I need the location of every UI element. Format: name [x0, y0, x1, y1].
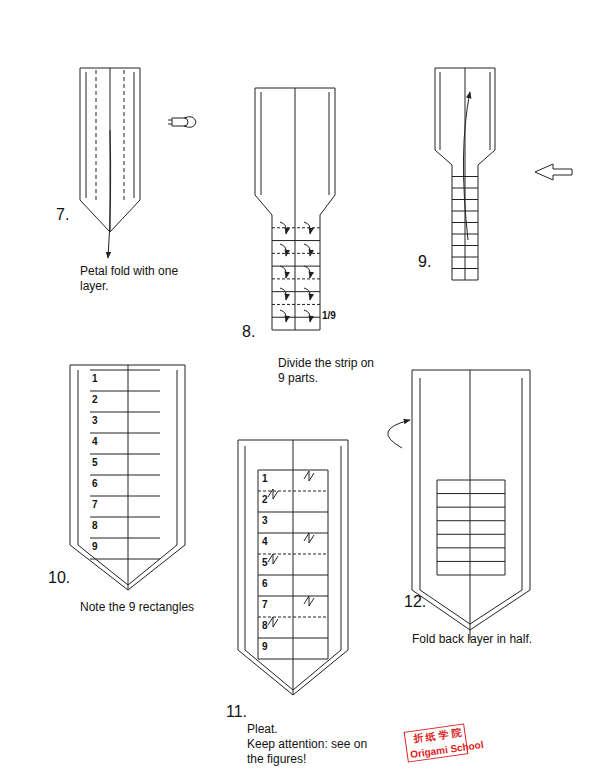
crease-line: [328, 470, 329, 659]
pleat-mark: [304, 471, 314, 481]
row-number: 5: [262, 557, 268, 570]
crease-line: [90, 559, 160, 560]
row-number: 7: [262, 599, 268, 612]
row-number: 9: [262, 641, 268, 654]
step-number: 10.: [48, 568, 70, 588]
figure-7: [80, 68, 196, 258]
crease-line: [258, 554, 328, 555]
crease-line: [90, 538, 160, 539]
row-number: 7: [92, 499, 98, 512]
crease-line: [452, 234, 478, 235]
instruction-text: Petal fold with one layer.: [80, 264, 200, 294]
crease-line: [90, 370, 160, 371]
row-number: 1: [92, 373, 98, 386]
fold-arrow: [280, 244, 286, 256]
crease-line: [90, 412, 160, 413]
crease-line: [258, 533, 328, 534]
crease-line: [258, 470, 259, 659]
fold-arrow: [280, 222, 286, 234]
crease-line: [90, 433, 160, 434]
crease-line: [452, 257, 478, 258]
crease-line: [258, 575, 328, 576]
crease-line: [272, 227, 320, 228]
crease-line: [437, 547, 505, 548]
crease-line: [437, 493, 505, 494]
row-number: 5: [92, 457, 98, 470]
crease-line: [90, 475, 160, 476]
crease-line: [272, 266, 320, 267]
crease-line: [437, 561, 505, 562]
fold-arrow: [280, 310, 286, 322]
row-number: 6: [92, 478, 98, 491]
crease-line: [437, 507, 505, 508]
crease-line: [272, 291, 320, 292]
crease-line: [258, 659, 328, 660]
row-number: 8: [92, 520, 98, 533]
figure-10: [70, 365, 185, 590]
step-number: 12.: [404, 592, 426, 612]
figure-12: [388, 370, 530, 640]
crease-line: [90, 517, 160, 518]
fold-arrow: [280, 288, 286, 300]
pleat-mark: [268, 489, 278, 499]
instruction-text: Note the 9 rectangles: [80, 600, 240, 615]
crease-line: [452, 245, 478, 246]
crease-line: [272, 278, 320, 279]
instruction-text: Fold back layer in half.: [412, 632, 582, 647]
instruction-text: Keep attention: see on the figures!: [247, 737, 377, 767]
fold-arrow: [304, 266, 310, 278]
pleat-mark: [304, 596, 314, 606]
row-number: 3: [92, 415, 98, 428]
pleat-mark: [304, 533, 314, 543]
pleat-mark: [268, 617, 278, 627]
figure-9: [435, 68, 572, 280]
row-number: 1/9: [322, 310, 336, 323]
row-number: 6: [262, 578, 268, 591]
crease-line: [272, 317, 320, 318]
crease-line: [258, 512, 328, 513]
fold-arrow: [304, 222, 310, 234]
crease-line: [437, 534, 505, 535]
crease-line: [272, 240, 320, 241]
fold-arrow: [304, 288, 310, 300]
crease-line: [452, 188, 478, 189]
pleat-mark: [268, 554, 278, 564]
crease-line: [452, 176, 478, 177]
row-number: 2: [92, 394, 98, 407]
crease-line: [437, 520, 505, 521]
crease-line: [90, 391, 160, 392]
fold-arrow: [304, 310, 310, 322]
step-number: 7.: [56, 205, 69, 225]
row-number: 4: [262, 536, 268, 549]
fold-arrow: [304, 244, 310, 256]
crease-line: [90, 454, 160, 455]
crease-line: [452, 222, 478, 223]
row-number: 3: [262, 515, 268, 528]
crease-line: [258, 617, 328, 618]
row-number: 9: [92, 541, 98, 554]
figure-8: [255, 88, 335, 330]
row-number: 4: [92, 436, 98, 449]
step-number: 9.: [418, 252, 431, 272]
crease-line: [258, 491, 328, 492]
crease-line: [258, 470, 328, 471]
crease-line: [90, 496, 160, 497]
instruction-text: Pleat.: [247, 722, 367, 737]
crease-line: [258, 596, 328, 597]
crease-line: [258, 638, 328, 639]
crease-line: [272, 253, 320, 254]
figure-11: [238, 440, 348, 695]
row-number: 8: [262, 620, 268, 633]
row-number: 1: [262, 473, 268, 486]
step-number: 8.: [242, 322, 255, 342]
crease-line: [272, 304, 320, 305]
instruction-text: Divide the strip on 9 parts.: [278, 356, 378, 386]
crease-line: [452, 268, 478, 269]
step-number: 11.: [226, 702, 247, 722]
fold-arrow: [280, 266, 286, 278]
row-number: 2: [262, 494, 268, 507]
